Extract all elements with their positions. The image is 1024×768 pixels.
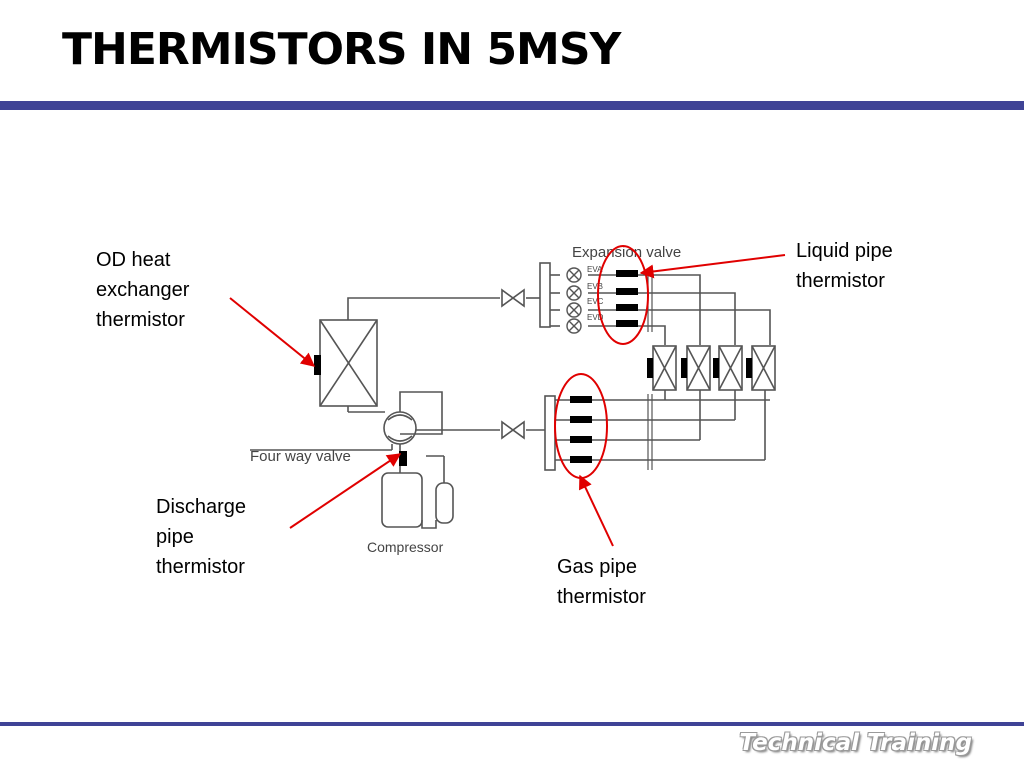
- callout-line: Gas pipe: [557, 556, 638, 578]
- callout-line: thermistor: [156, 556, 245, 578]
- discharge-pipe-arrow: [289, 453, 402, 529]
- footer-brand: Technical Training: [739, 730, 972, 756]
- liquid-pipe-thermistor-sensors: [616, 270, 638, 327]
- callout-line: exchanger: [96, 279, 190, 301]
- discharge-pipe-thermistor-sensor: [399, 451, 407, 466]
- ev-c-label: EVC: [587, 297, 604, 306]
- expansion-valve-label: Expansion valve: [572, 244, 681, 261]
- component-labels: Expansion valve Four way valve Compresso…: [250, 244, 681, 555]
- od-heat-exchanger-thermistor-sensor: [314, 355, 321, 375]
- four-way-valve-label: Four way valve: [250, 448, 351, 465]
- callout-line: thermistor: [557, 586, 646, 608]
- four-way-valve-symbol: [383, 411, 417, 445]
- liquid-pipe-callout: Liquid pipe thermistor: [796, 236, 893, 296]
- callout-line: OD heat: [96, 249, 171, 271]
- pipe-break-marks: [647, 270, 653, 470]
- callout-arrows: [229, 254, 786, 547]
- indoor-unit-thermistor-sensors: [647, 358, 752, 378]
- title-underline: [0, 101, 1024, 110]
- refrigerant-pipes: [250, 262, 771, 529]
- discharge-pipe-callout: Discharge pipe thermistor: [156, 492, 246, 582]
- callout-line: thermistor: [96, 309, 185, 331]
- ev-a-label: EVA: [587, 265, 603, 274]
- compressor-symbol: [381, 472, 454, 528]
- od-heat-exchanger-arrow: [229, 297, 316, 367]
- ev-d-label: EVD: [587, 313, 604, 322]
- gas-pipe-arrow: [579, 474, 614, 547]
- callout-line: Discharge: [156, 496, 247, 518]
- compressor-label: Compressor: [367, 539, 444, 555]
- slide-title: THERMISTORS IN 5MSY: [62, 24, 621, 75]
- ev-b-label: EVB: [587, 282, 603, 291]
- liquid-pipe-highlight-ellipse: [597, 245, 649, 345]
- electronic-expansion-valves: [566, 267, 582, 334]
- outdoor-heat-exchanger: [319, 319, 378, 407]
- footer-rule: [0, 722, 1024, 726]
- callout-line: Liquid pipe: [796, 240, 893, 262]
- gas-pipe-callout: Gas pipe thermistor: [557, 552, 646, 612]
- callout-line: pipe: [156, 526, 194, 548]
- liquid-pipe-arrow: [639, 254, 786, 279]
- od-heat-exchanger-callout: OD heat exchanger thermistor: [96, 245, 189, 335]
- gas-pipe-thermistor-sensors: [570, 396, 592, 463]
- stop-valves: [501, 288, 525, 440]
- callout-line: thermistor: [796, 270, 885, 292]
